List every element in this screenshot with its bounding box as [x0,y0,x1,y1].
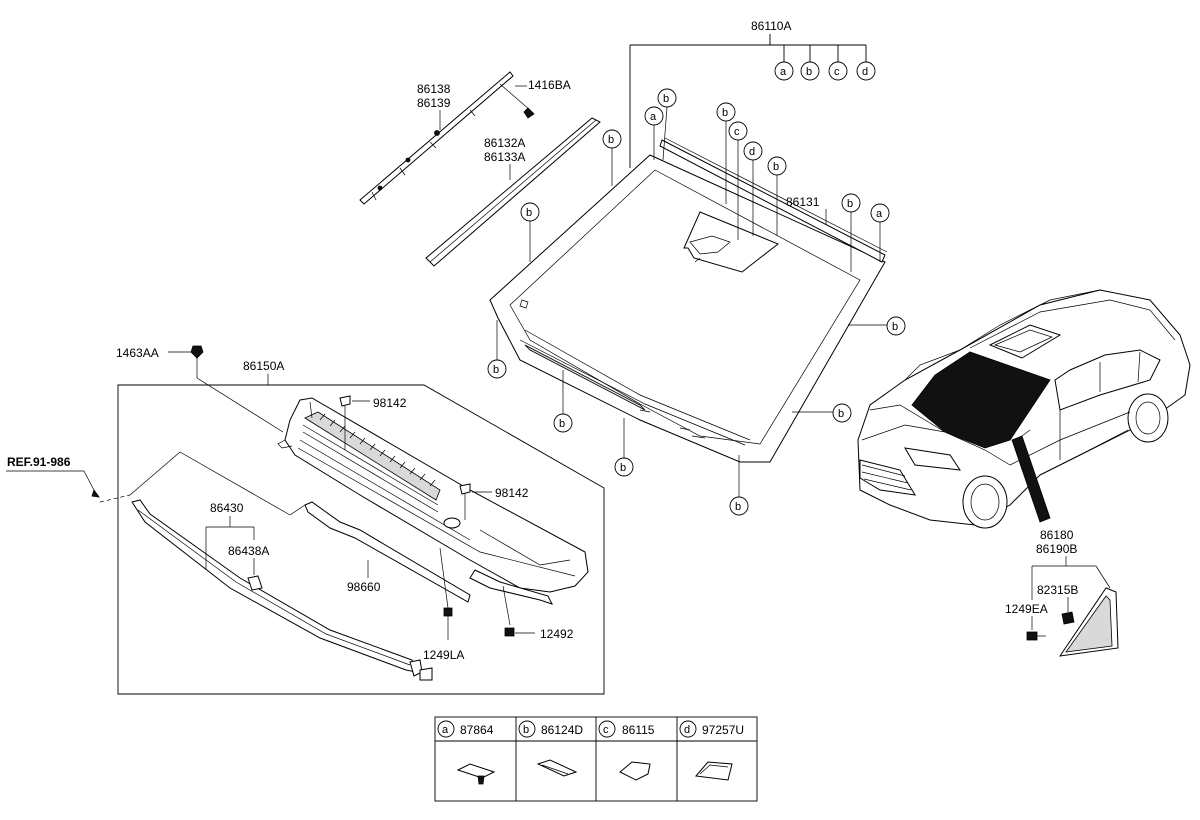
bracket-86110A: 86110A a b c d [629,19,876,168]
callout-b: b [841,193,861,213]
callout-d: d [856,61,876,81]
label-1249LA: 1249LA [423,648,464,662]
windshield-glass: 86131 [489,137,888,463]
callout-c: c [828,61,848,81]
callout-a: a [644,106,664,126]
callout-b: b [886,316,906,336]
label-86110A: 86110A [751,19,791,33]
label-98142-top: 98142 [373,396,407,410]
svg-text:d: d [684,724,690,736]
label-82315B: 82315B [1037,583,1078,597]
callout-c: c [728,121,748,141]
label-98142-bottom: 98142 [495,486,529,500]
legend-cell-a: a 87864 [437,720,496,785]
legend-part-c: 86115 [622,723,655,737]
windshield-outline [489,154,886,463]
ref-91-986: REF.91-986 [7,455,71,469]
svg-text:b: b [735,501,741,513]
legend-cell-b: b 86124D [518,720,583,777]
svg-text:c: c [834,66,840,78]
svg-text:d: d [862,66,868,78]
svg-text:b: b [892,321,898,333]
label-12492: 12492 [540,627,574,641]
callout-b: b [657,88,677,108]
svg-text:b: b [847,198,853,210]
callout-a: a [774,61,794,81]
rain-sensor-cover [683,211,779,273]
cowl-seal-98660 [304,501,471,603]
windshield-callouts: b a b b c d b b a b b b b b b b [487,88,906,516]
label-1416BA: 1416BA [528,78,571,92]
svg-text:b: b [620,462,626,474]
side-molding-assembly: 86132A 86133A [425,117,601,267]
svg-text:c: c [603,724,609,736]
svg-text:b: b [608,134,614,146]
svg-text:b: b [838,408,844,420]
svg-text:a: a [442,724,449,736]
callout-d: d [743,141,763,161]
label-86438A: 86438A [228,544,269,558]
legend-part-a: 87864 [460,723,494,737]
callout-b: b [602,129,622,149]
label-1249EA: 1249EA [1005,602,1048,616]
svg-text:a: a [780,66,787,78]
quarter-glass-group: 86180 86190B 82315B 1249EA [1005,528,1119,657]
side-molding-strip [425,117,601,267]
svg-text:b: b [663,93,669,105]
svg-text:b: b [806,66,812,78]
label-86131: 86131 [786,195,820,209]
svg-text:b: b [559,418,565,430]
svg-text:b: b [526,207,532,219]
label-86139: 86139 [417,96,451,110]
roof-molding-strip [359,71,514,205]
label-1463AA: 1463AA [116,346,159,360]
callout-a: a [870,203,890,223]
label-86180: 86180 [1040,528,1074,542]
svg-text:a: a [650,111,657,123]
callout-b: b [716,102,736,122]
callout-b: b [553,413,573,433]
callout-b: b [520,202,540,222]
label-86132A: 86132A [484,136,525,150]
svg-text:a: a [876,208,883,220]
svg-text:d: d [749,146,755,158]
svg-text:c: c [734,126,740,138]
svg-text:b: b [722,107,728,119]
legend-cell-c: c 86115 [598,720,655,781]
car-windshield [911,351,1051,449]
label-86133A: 86133A [484,150,525,164]
callout-b: b [729,496,749,516]
callout-b: b [614,457,634,477]
callout-b: b [767,156,787,176]
label-98660: 98660 [347,580,381,594]
callout-b: b [832,403,852,423]
upper-molding-assembly: 86138 86139 1416BA [359,71,571,205]
legend-part-d: 97257U [702,723,744,737]
label-86150A: 86150A [243,359,284,373]
label-86430: 86430 [210,501,244,515]
svg-text:b: b [523,724,529,736]
legend-part-b: 86124D [541,723,583,737]
callout-b: b [800,61,820,81]
legend-cell-d: d 97257U [679,720,744,781]
svg-text:b: b [773,161,779,173]
label-86138: 86138 [417,82,451,96]
legend-table: a 87864 b 86124D c 86115 d 97257U [434,716,758,802]
svg-text:b: b [493,364,499,376]
car-illustration [857,289,1191,529]
callout-b: b [487,359,507,379]
label-86190B: 86190B [1036,542,1077,556]
cowl-assembly: 1463AA 86150A 98142 [6,345,605,695]
